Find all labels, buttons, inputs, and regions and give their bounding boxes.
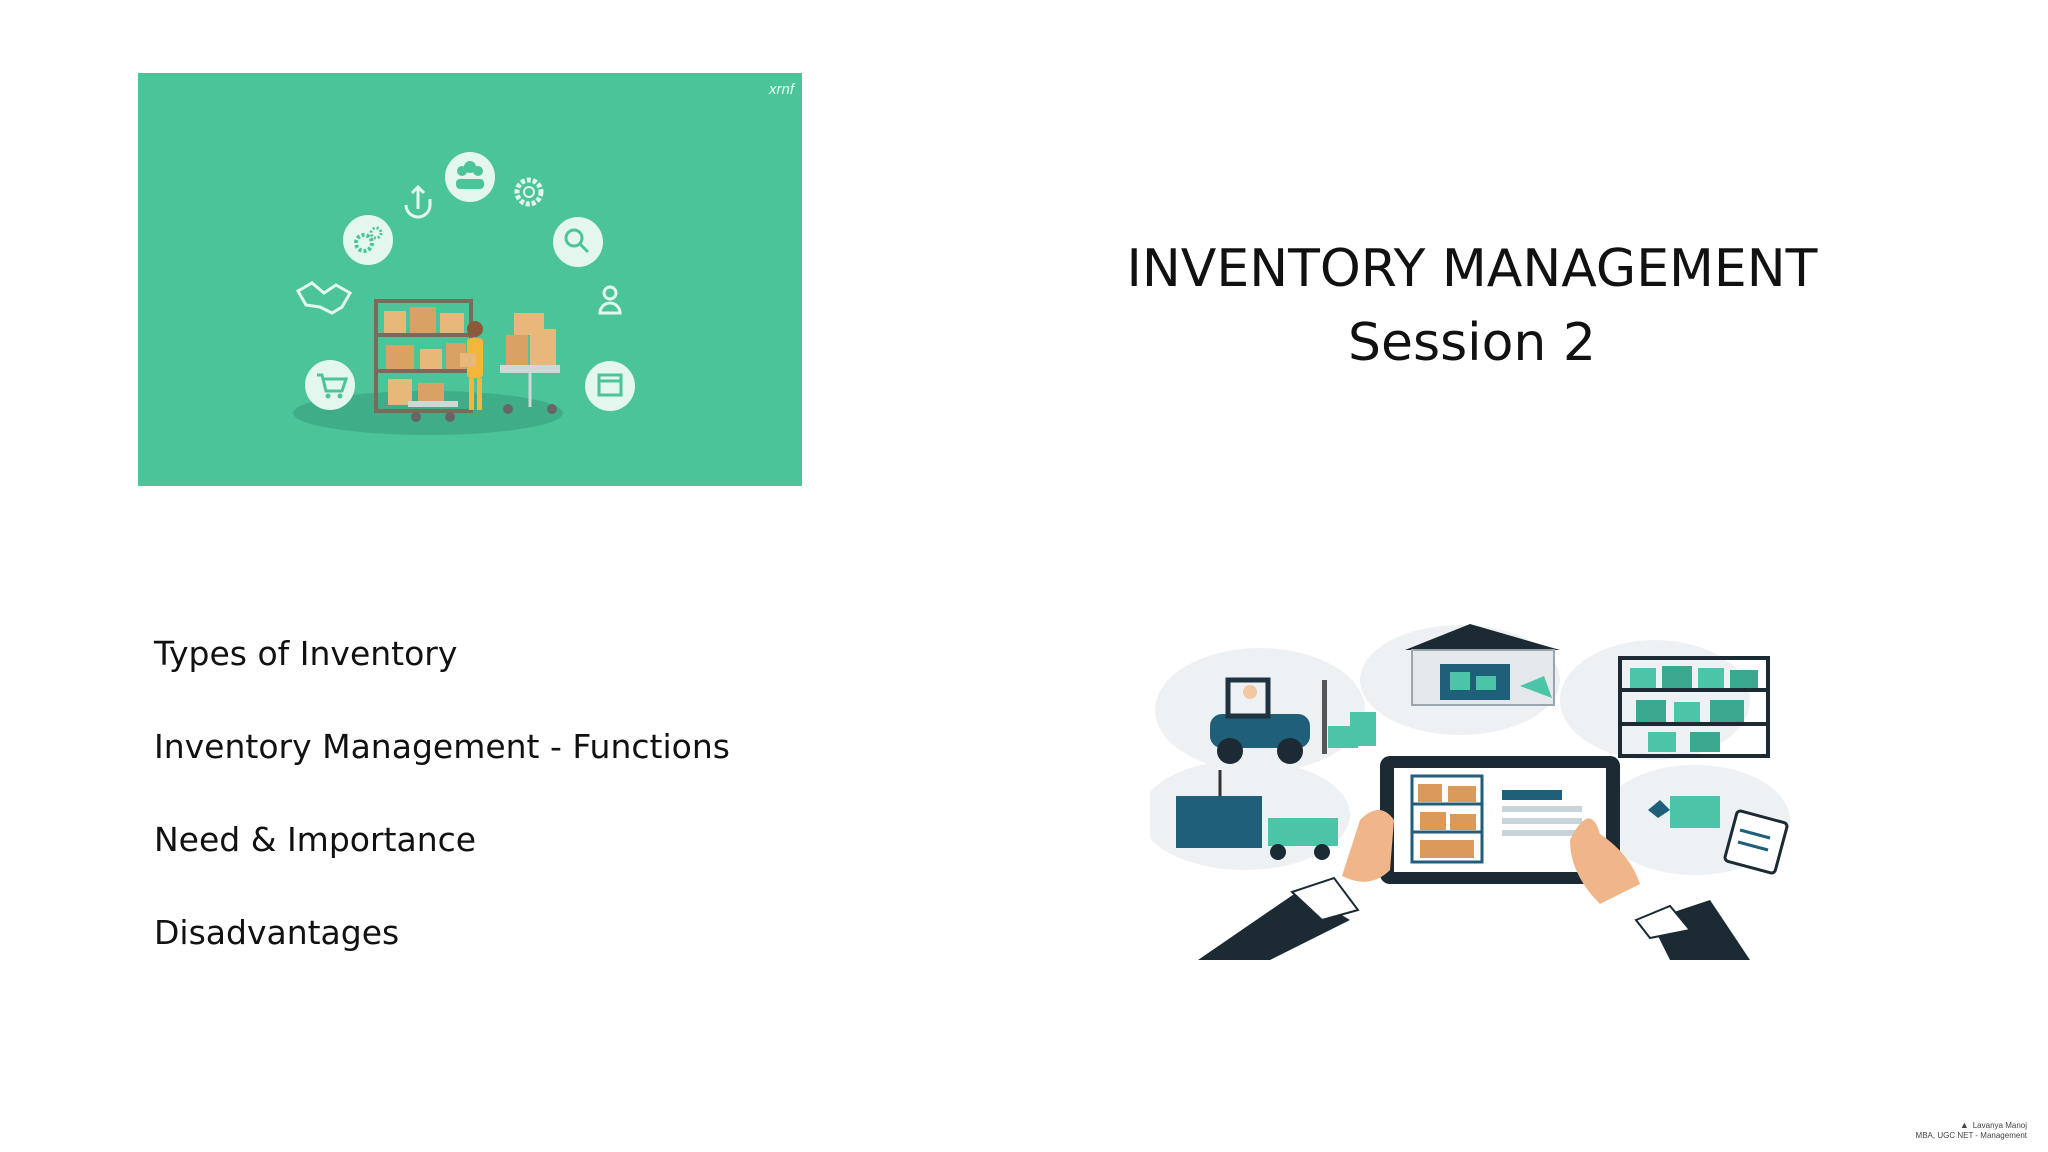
slide-title: INVENTORY MANAGEMENT Session 2 [1000, 232, 1944, 380]
tablet-device [1380, 756, 1620, 884]
inventory-illustration: xrnf [138, 73, 802, 486]
worker-figure [460, 321, 483, 410]
warehouse-operations-illustration [1150, 620, 1830, 970]
handshake-icon [295, 281, 353, 315]
hands [1198, 810, 1750, 960]
title-session: Session 2 [1347, 313, 1596, 373]
settings-icon [514, 177, 544, 207]
warehouse-shelf [374, 299, 473, 413]
agenda-item: Need & Importance [154, 820, 477, 859]
presenter-credentials: MBA, UGC NET - Management [1915, 1131, 2027, 1140]
brand-mark: xrnf [768, 81, 794, 98]
presenter-badge: ▲Lavanya Manoj MBA, UGC NET - Management [1887, 1120, 2027, 1144]
clipboard-icon [1648, 796, 1789, 875]
cargo-container [1176, 770, 1338, 860]
cart-icon [305, 360, 355, 410]
agenda-list: Types of Inventory Inventory Management … [154, 630, 974, 1002]
title-main: INVENTORY MANAGEMENT [1126, 239, 1818, 299]
agenda-item: Types of Inventory [154, 634, 458, 673]
forklift [1210, 677, 1376, 764]
presenter-name: Lavanya Manoj [1972, 1121, 2027, 1130]
calendar-icon [585, 361, 635, 411]
agenda-item: Inventory Management - Functions [154, 727, 730, 766]
upload-icon [404, 184, 432, 219]
user-icon [598, 285, 622, 315]
warehouse-building [1405, 624, 1560, 706]
people-icon [445, 152, 495, 202]
gear-icon [343, 215, 393, 265]
graduation-cap-icon: ▲ [1959, 1120, 1969, 1130]
search-icon [553, 217, 603, 267]
trolley [408, 401, 458, 422]
hand-cart [500, 313, 560, 414]
agenda-item: Disadvantages [154, 913, 400, 952]
storage-rack [1618, 656, 1770, 758]
